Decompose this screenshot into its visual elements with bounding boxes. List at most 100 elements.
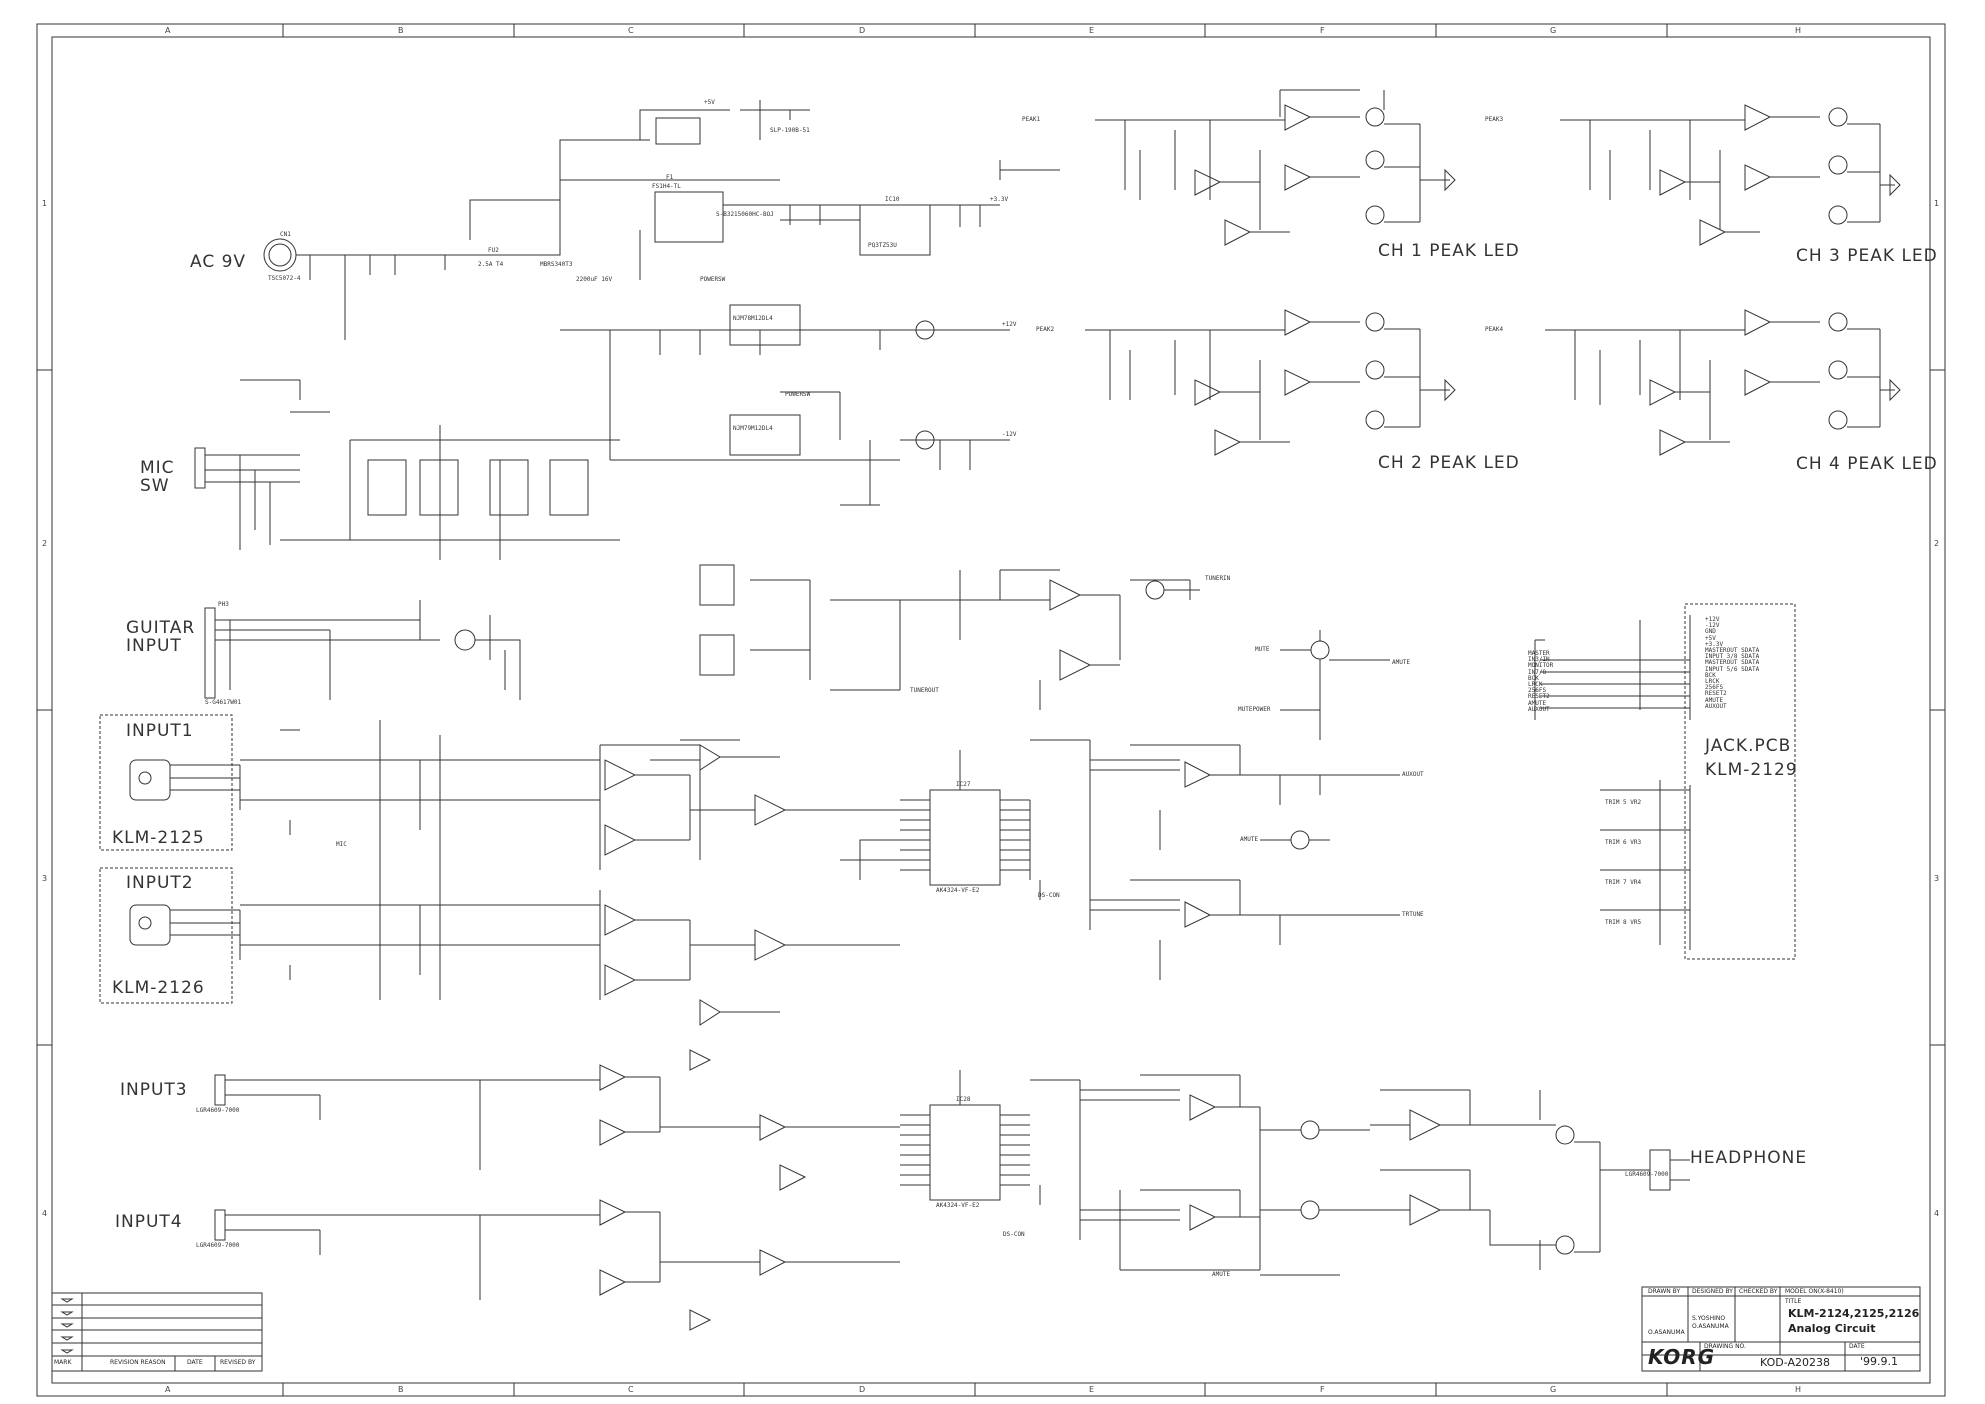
grid-row-3-right: 3: [1934, 874, 1940, 883]
jack-signal-label: AMUTE: [1705, 696, 1724, 704]
input3-label: INPUT3: [120, 1080, 188, 1100]
net-minus12: -12V: [1002, 431, 1017, 438]
grid-col-f: F: [1320, 26, 1325, 35]
korg-logo: KORG: [1648, 1345, 1716, 1369]
trim-vr5: TRIM 8 VR5: [1605, 919, 1642, 926]
rev-by: REVISED BY: [220, 1359, 256, 1366]
ic28-block: [900, 1070, 1081, 1240]
net-amute-3: AMUTE: [1212, 1271, 1231, 1278]
jack-pcb-label: JACK.PCB: [1705, 736, 1792, 756]
jack-signal-label: +12V: [1705, 616, 1720, 623]
inner-frame: [51, 36, 1931, 1384]
grid-col-a-bottom: A: [165, 1385, 171, 1394]
trim-vr2: TRIM 5 VR2: [1605, 799, 1642, 806]
ic-reg1-label: NJM78M12DL4: [733, 315, 773, 322]
jack-signal-label: INPUT 3/8 SDATA: [1705, 653, 1760, 661]
jack-signal-label: +5V: [1705, 634, 1716, 642]
grid-row-3: 3: [42, 874, 48, 883]
grid-col-h-bottom: H: [1795, 1385, 1802, 1394]
jack-signal-label: 256FS: [1705, 684, 1724, 692]
net-plus33: +3.3V: [990, 196, 1009, 203]
jack-signal-label: -12V: [1705, 622, 1720, 630]
grid-col-e-bottom: E: [1089, 1385, 1095, 1394]
ch12-opamp-block: [420, 739, 900, 1026]
tb-drawn-by: DRAWN BY: [1648, 1288, 1681, 1295]
grid-col-d-bottom: D: [859, 1385, 866, 1394]
net-ds-con: DS-CON: [1038, 892, 1060, 899]
trim-vr3: TRIM 6 VR3: [1605, 839, 1642, 846]
rev-reason: REVISION REASON: [110, 1359, 166, 1366]
input1-label: INPUT1: [126, 721, 194, 741]
grid-row-1: 1: [42, 199, 48, 208]
tb-date-label: DATE: [1849, 1343, 1865, 1350]
jack-signal-label: MASTEROUT SDATA: [1705, 659, 1760, 667]
grid-row-2: 2: [42, 539, 48, 548]
tb-model: MODEL ON(X-8410): [1785, 1288, 1844, 1295]
net-ds-con-2: DS-CON: [1003, 1231, 1025, 1238]
tb-designer: S.YOSHINO: [1692, 1315, 1726, 1322]
grid-row-1-right: 1: [1934, 199, 1940, 208]
trim-vr4: TRIM 7 VR4: [1605, 879, 1642, 886]
net-tunerin: TUNERIN: [1205, 575, 1231, 582]
jack-pcb-box: [1684, 603, 1796, 960]
grid-row-4: 4: [42, 1209, 48, 1218]
net-auxout: AUXOUT: [1402, 771, 1424, 778]
net-trtune: TRTUNE: [1402, 911, 1424, 918]
ch4-peak-block: [1545, 309, 1901, 456]
ch2-peak-led-label: CH 2 PEAK LED: [1378, 453, 1520, 473]
jack-signal-label: GND: [1705, 628, 1716, 636]
guitar-label: GUITAR: [126, 618, 196, 638]
aux-trtune-block: [1090, 744, 1400, 980]
mic-label: MIC: [140, 458, 175, 478]
net-plus5: +5V: [704, 99, 715, 106]
net-amute: AMUTE: [1392, 659, 1411, 666]
jack-input-label: AUXOUT: [1528, 705, 1550, 713]
ph3-label: PH3: [218, 601, 229, 608]
net-plus12: +12V: [1002, 321, 1017, 328]
guitar-input-section: [204, 600, 521, 700]
misc-wiring: [499, 100, 1545, 720]
jack-connector-block: [1540, 615, 1691, 950]
jack-signal-label: +3.3V: [1705, 640, 1724, 648]
tuner-block: [699, 564, 1200, 710]
jack-input-label: 256FS: [1528, 687, 1547, 695]
ac-9v-label: AC 9V: [190, 252, 247, 272]
tb-drawer: O.ASANUMA: [1648, 1329, 1685, 1336]
ic27-label: IC27: [956, 781, 971, 788]
grid-col-d: D: [859, 26, 866, 35]
cn1-label: CN1: [280, 231, 291, 238]
tb-checker: O.ASANUMA: [1692, 1323, 1729, 1330]
ic28-part: AK4324-VF-E2: [936, 1202, 980, 1209]
grid-col-c: C: [628, 26, 634, 35]
jack-input-label: IN7/8: [1528, 668, 1547, 676]
grid-row-2-right: 2: [1934, 539, 1940, 548]
grid-row-4-right: 4: [1934, 1209, 1940, 1218]
mute-block: [1280, 630, 1390, 740]
jack-input-label: MONITOR: [1528, 662, 1554, 670]
jack-input-label: RESET2: [1528, 693, 1550, 701]
ph4-part: LGR4609-7000: [196, 1107, 240, 1114]
grid-col-g-bottom: G: [1550, 1385, 1557, 1394]
jack-signal-label: INPUT 5/6 SDATA: [1705, 665, 1760, 673]
l17-part: S-B3215060HC-BOJ: [716, 211, 774, 218]
grid-col-b: B: [398, 26, 404, 35]
c27-value: 2200uF 16V: [576, 276, 613, 283]
ic28-label: IC28: [956, 1096, 971, 1103]
jack-signal-label: LRCK: [1705, 678, 1720, 685]
jack-input-label: IN3/IN: [1528, 656, 1550, 664]
jack-signal-label: BCK: [1705, 671, 1716, 679]
ic-reg2-label: NJM79M12DL4: [733, 425, 773, 432]
net-powersw: POWERSW: [785, 391, 811, 398]
ic10-part: PQ3TZ53U: [868, 242, 897, 249]
net-peak2: PEAK2: [1036, 326, 1055, 333]
klm2126-label: KLM-2126: [112, 978, 205, 998]
grid-col-b-bottom: B: [398, 1385, 404, 1394]
ch1-peak-block: [1095, 89, 1456, 246]
tb-title-1: KLM-2124,2125,2126: [1788, 1307, 1920, 1320]
tb-designed-by: DESIGNED BY: [1692, 1288, 1733, 1295]
ch1-peak-led-label: CH 1 PEAK LED: [1378, 241, 1520, 261]
net-mute: MUTE: [1255, 646, 1270, 653]
net-powersw-2: POWERSW: [700, 276, 726, 283]
headphone-amp-block: [1080, 1074, 1690, 1276]
ic27-part: AK4324-VF-E2: [936, 887, 980, 894]
